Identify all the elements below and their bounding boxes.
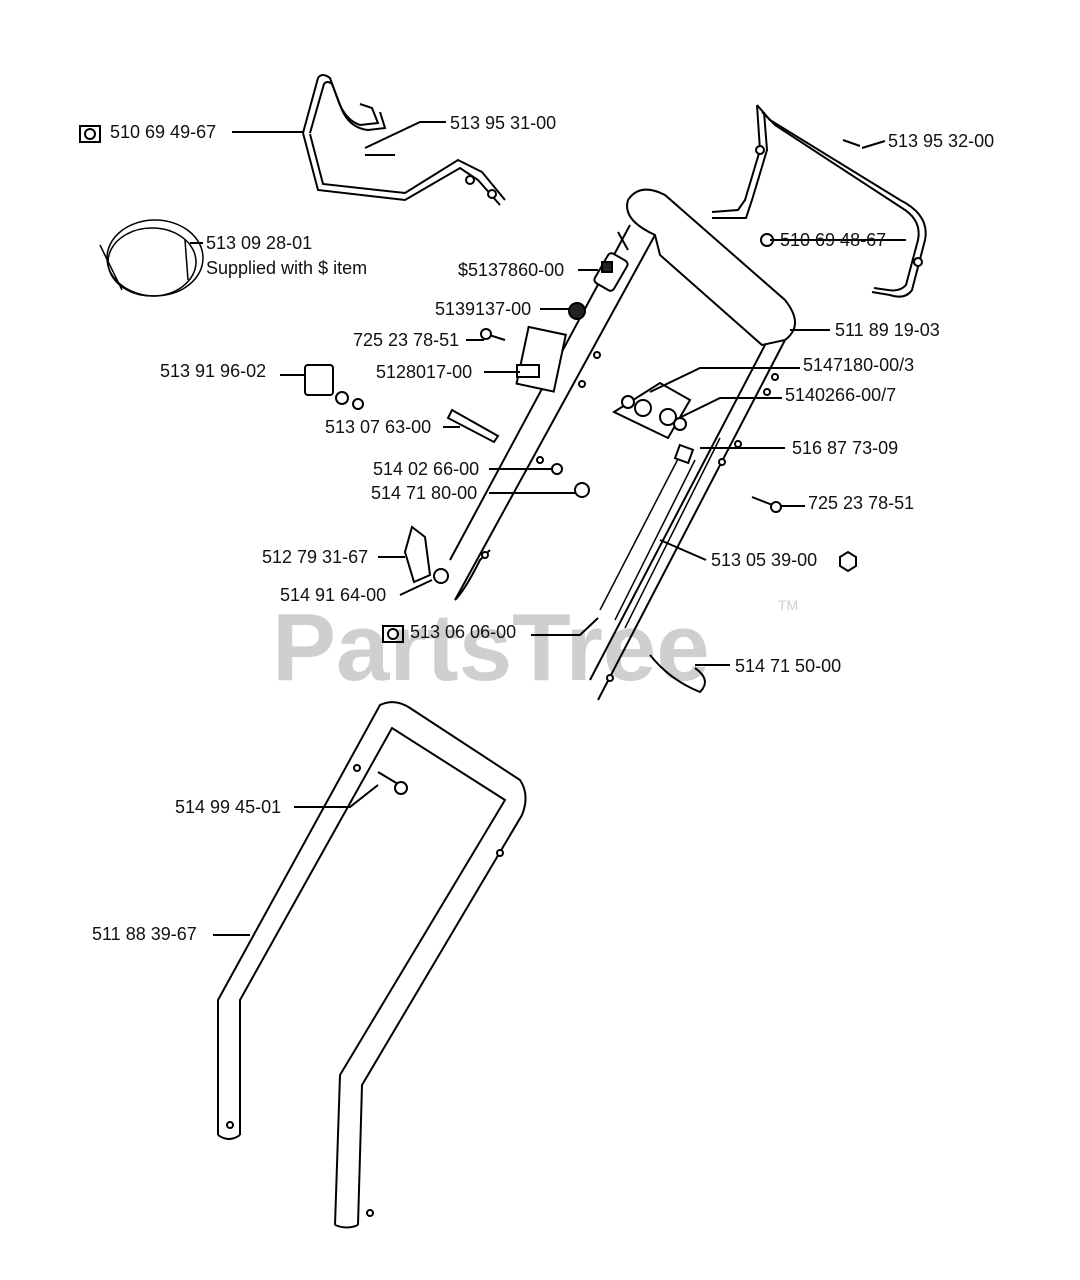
washer-icon (551, 463, 563, 475)
part-label: 510 69 49-67 (110, 122, 216, 142)
control-cable (599, 437, 721, 629)
part-note: Supplied with $ item (206, 258, 367, 278)
knob-icon (568, 302, 586, 320)
part-label: 725 23 78-51 (808, 493, 914, 513)
part-label: 5128017-00 (376, 362, 472, 382)
part-label: 513 95 32-00 (888, 131, 994, 151)
washer-icon-2 (574, 482, 590, 498)
part-label: 5139137-00 (435, 299, 531, 319)
watermark-trademark: TM (778, 597, 798, 613)
part-label: 512 79 31-67 (262, 547, 368, 567)
bracket (515, 325, 567, 393)
cable-plate (611, 381, 692, 440)
decal-513-95-32 (842, 139, 861, 147)
part-label: 514 99 45-01 (175, 797, 281, 817)
ring-symbol-icon-2 (382, 625, 404, 643)
ring-symbol-icon (79, 125, 101, 143)
part-label: 5140266-00/7 (785, 385, 896, 405)
part-label: 513 09 28-01 (206, 233, 312, 253)
part-label: 725 23 78-51 (353, 330, 459, 350)
bail-wire-left (302, 74, 506, 206)
cable-clip (649, 654, 706, 694)
part-label: 511 89 19-03 (835, 320, 940, 340)
part-label: 513 95 31-00 (450, 113, 556, 133)
washer-icon-3 (433, 568, 449, 584)
bail-wire-right (711, 104, 927, 298)
part-label: 513 91 96-02 (160, 361, 266, 381)
part-label: 514 91 64-00 (280, 585, 386, 605)
cable-coil (99, 219, 204, 297)
part-label: 513 06 06-00 (410, 622, 516, 642)
part-label: 514 71 80-00 (371, 483, 477, 503)
part-label: $5137860-00 (458, 260, 564, 280)
hex-nut-icon (839, 550, 857, 573)
part-label: 510 69 48-67 (780, 230, 886, 250)
ignition-switch (593, 231, 629, 292)
part-label: 5147180-00/3 (803, 355, 914, 375)
leader-lines (190, 121, 906, 936)
part-label: 514 71 50-00 (735, 656, 841, 676)
part-label: 513 07 63-00 (325, 417, 431, 437)
part-label: 516 87 73-09 (792, 438, 898, 458)
part-label: 514 02 66-00 (373, 459, 479, 479)
part-label: 513 05 39-00 (711, 550, 817, 570)
watermark: PartsTree (272, 594, 710, 701)
part-label: 511 88 39-67 (92, 924, 197, 944)
bolt-icon (377, 771, 399, 785)
switch-box (304, 364, 364, 410)
lever (446, 408, 500, 444)
lower-handle (217, 701, 527, 1229)
wing-knob (403, 525, 432, 584)
